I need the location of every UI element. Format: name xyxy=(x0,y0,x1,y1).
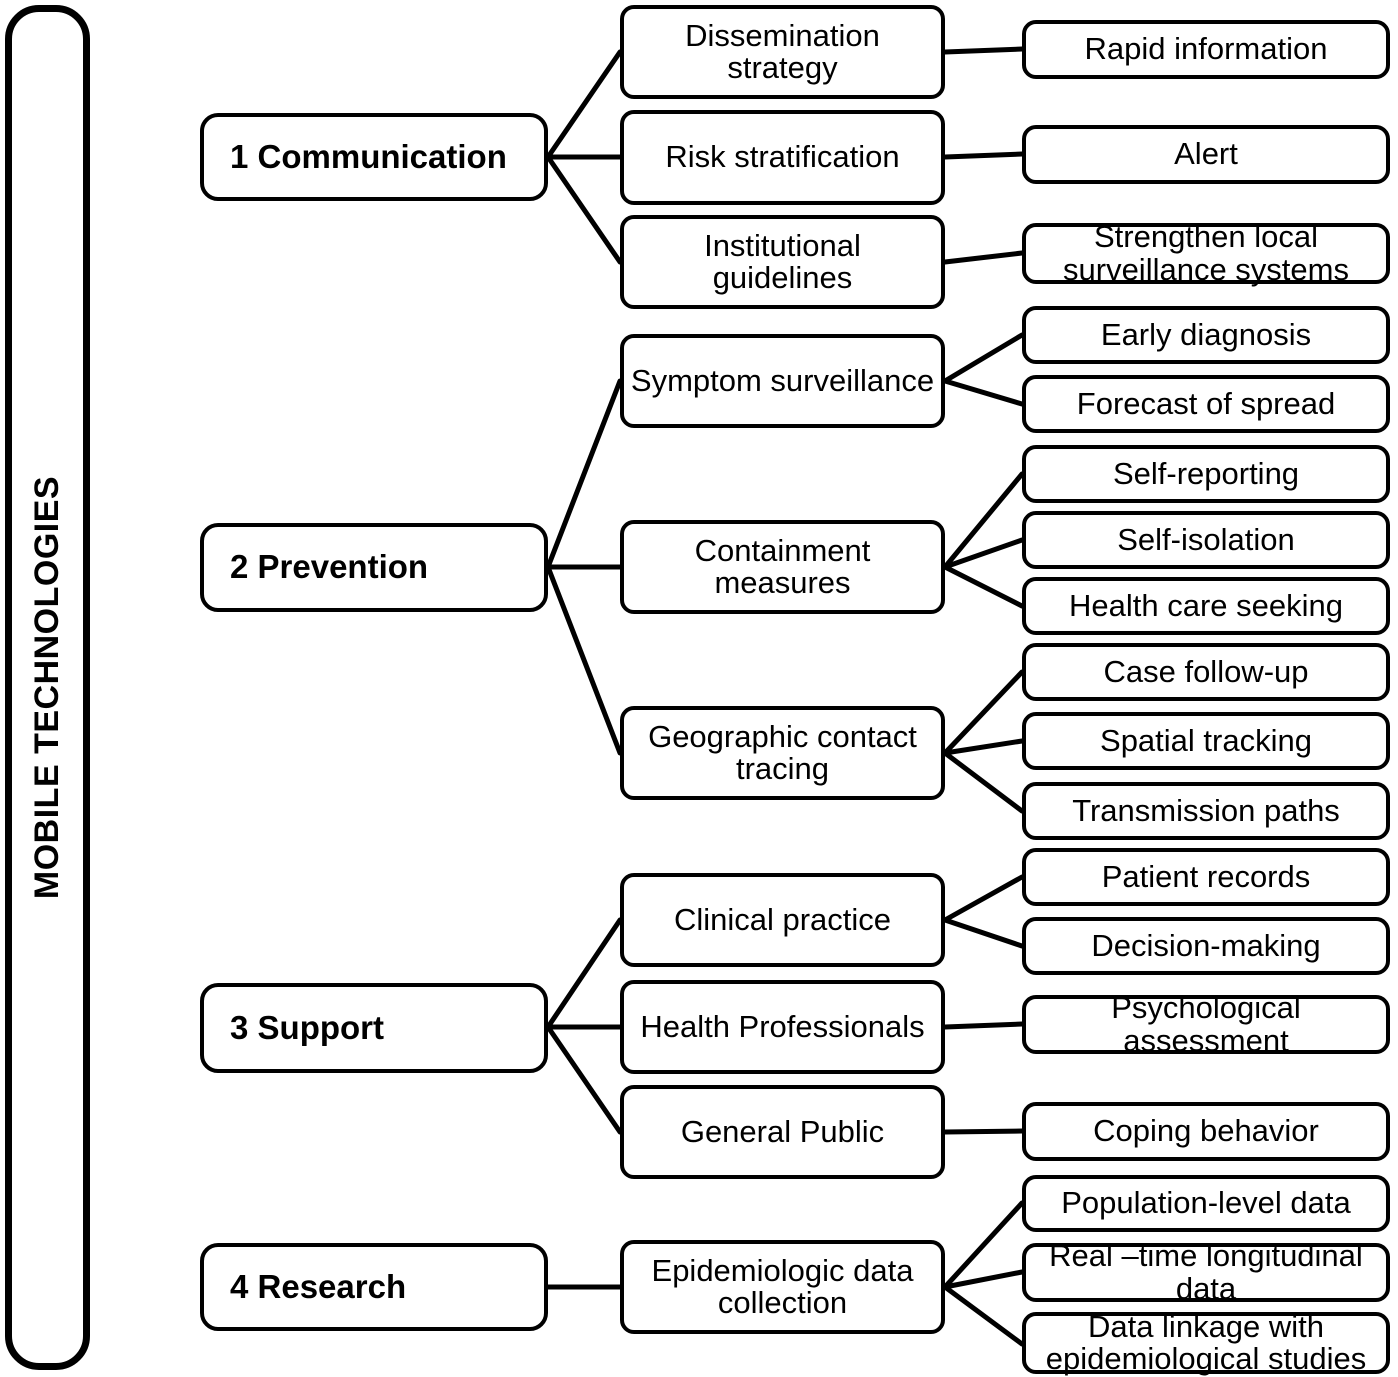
node-label: Rapid information xyxy=(1084,31,1328,67)
connector-containment-selfisolation xyxy=(942,537,1025,570)
connector-prevention-symptom xyxy=(545,378,623,570)
node-label: 3 Support xyxy=(230,1008,384,1046)
node-forecast-of-spread[interactable]: Forecast of spread xyxy=(1022,375,1390,433)
node-self-reporting[interactable]: Self-reporting xyxy=(1022,445,1390,503)
node-label: Coping behavior xyxy=(1093,1113,1319,1149)
connector-containment-selfreporting xyxy=(942,471,1025,570)
node-label: 1 Communication xyxy=(230,137,507,175)
node-real-time-longitudinal-data[interactable]: Real –time longitudinal data xyxy=(1022,1238,1390,1306)
node-clinical-practice[interactable]: Clinical practice xyxy=(620,873,945,967)
connector-risk-alert xyxy=(942,151,1025,160)
node-case-follow-up[interactable]: Case follow-up xyxy=(1022,643,1390,701)
connector-geographic-casefollowup xyxy=(942,669,1025,756)
connector-support-generalpublic xyxy=(545,1024,623,1135)
connector-geographic-transmission xyxy=(942,750,1025,814)
connector-epi-realtime xyxy=(942,1269,1025,1290)
node-support[interactable]: 3 Support xyxy=(200,983,548,1073)
node-label: Health Professionals xyxy=(640,1008,925,1044)
node-label: Psychological assessment xyxy=(1111,990,1301,1058)
node-label: Decision-making xyxy=(1091,927,1321,963)
node-strengthen-local-surveillance-systems[interactable]: Strengthen local surveillance systems xyxy=(1022,219,1390,287)
node-label: Patient records xyxy=(1101,858,1311,894)
connector-symptom-early xyxy=(942,332,1025,384)
node-population-level-data[interactable]: Population-level data xyxy=(1022,1175,1390,1232)
node-label: Geographic contact tracing xyxy=(648,718,917,786)
node-label: Self-reporting xyxy=(1112,455,1300,491)
node-decision-making[interactable]: Decision-making xyxy=(1022,917,1390,975)
node-label: Health care seeking xyxy=(1069,587,1343,623)
connector-healthprof-psychological xyxy=(942,1021,1025,1030)
node-coping-behavior[interactable]: Coping behavior xyxy=(1022,1102,1390,1161)
node-dissemination-strategy[interactable]: Dissemination strategy xyxy=(620,5,945,99)
node-label: Epidemiologic data collection xyxy=(651,1252,914,1320)
mobile-technologies-spine: MOBILE TECHNOLOGIES xyxy=(5,5,90,1370)
connector-symptom-forecast xyxy=(942,378,1025,407)
node-label: Institutional guidelines xyxy=(704,227,861,295)
node-risk-stratification[interactable]: Risk stratification xyxy=(620,110,945,205)
node-health-professionals[interactable]: Health Professionals xyxy=(620,980,945,1074)
connector-geographic-spatial xyxy=(942,738,1025,756)
node-transmission-paths[interactable]: Transmission paths xyxy=(1022,782,1390,840)
node-general-public[interactable]: General Public xyxy=(620,1085,945,1179)
node-rapid-information[interactable]: Rapid information xyxy=(1022,20,1390,79)
node-label: Risk stratification xyxy=(665,139,900,175)
node-symptom-surveillance[interactable]: Symptom surveillance xyxy=(620,334,945,428)
node-label: Alert xyxy=(1174,136,1238,172)
node-early-diagnosis[interactable]: Early diagnosis xyxy=(1022,306,1390,364)
node-alert[interactable]: Alert xyxy=(1022,125,1390,184)
node-label: Transmission paths xyxy=(1072,792,1340,828)
connector-epi-population xyxy=(942,1200,1025,1290)
connector-prevention-geographic xyxy=(545,564,623,756)
node-label: Spatial tracking xyxy=(1100,722,1312,758)
node-label: Symptom surveillance xyxy=(630,362,935,398)
spine-label: MOBILE TECHNOLOGIES xyxy=(28,475,66,900)
node-label: 4 Research xyxy=(230,1267,407,1305)
node-label: General Public xyxy=(680,1113,885,1149)
node-label: Forecast of spread xyxy=(1076,385,1336,421)
connector-support-clinical xyxy=(545,917,623,1030)
node-label: Dissemination strategy xyxy=(685,17,880,85)
connector-dissemination-rapid xyxy=(942,46,1025,55)
node-geographic-contact-tracing[interactable]: Geographic contact tracing xyxy=(620,706,945,800)
node-data-linkage-with-epidemiological-studies[interactable]: Data linkage with epidemiological studie… xyxy=(1022,1308,1390,1376)
node-label: Data linkage with epidemiological studie… xyxy=(1045,1308,1367,1376)
connector-institutional-strengthen xyxy=(942,250,1025,265)
node-label: Containment measures xyxy=(694,532,871,600)
connector-clinical-decisionmaking xyxy=(942,917,1025,949)
connector-epi-datalinkage xyxy=(942,1284,1025,1347)
node-psychological-assessment[interactable]: Psychological assessment xyxy=(1022,990,1390,1058)
connector-containment-healthcare xyxy=(942,564,1025,609)
node-institutional-guidelines[interactable]: Institutional guidelines xyxy=(620,215,945,309)
node-label: Strengthen local surveillance systems xyxy=(1063,219,1349,287)
connector-generalpublic-coping xyxy=(942,1128,1025,1135)
node-label: 2 Prevention xyxy=(230,548,429,586)
node-communication[interactable]: 1 Communication xyxy=(200,113,548,201)
node-health-care-seeking[interactable]: Health care seeking xyxy=(1022,577,1390,635)
node-research[interactable]: 4 Research xyxy=(200,1243,548,1331)
connector-communication-institutional xyxy=(545,154,623,265)
node-containment-measures[interactable]: Containment measures xyxy=(620,520,945,614)
node-prevention[interactable]: 2 Prevention xyxy=(200,523,548,612)
node-label: Self-isolation xyxy=(1117,521,1295,557)
node-epidemiologic-data-collection[interactable]: Epidemiologic data collection xyxy=(620,1240,945,1334)
node-self-isolation[interactable]: Self-isolation xyxy=(1022,511,1390,569)
node-patient-records[interactable]: Patient records xyxy=(1022,848,1390,906)
node-label: Clinical practice xyxy=(673,901,892,937)
node-label: Early diagnosis xyxy=(1100,316,1312,352)
node-label: Real –time longitudinal data xyxy=(1049,1238,1363,1306)
connector-communication-dissemination xyxy=(545,49,623,160)
node-label: Case follow-up xyxy=(1103,653,1309,689)
node-label: Population-level data xyxy=(1061,1185,1351,1221)
connector-clinical-patientrecords xyxy=(942,874,1025,923)
node-spatial-tracking[interactable]: Spatial tracking xyxy=(1022,712,1390,770)
